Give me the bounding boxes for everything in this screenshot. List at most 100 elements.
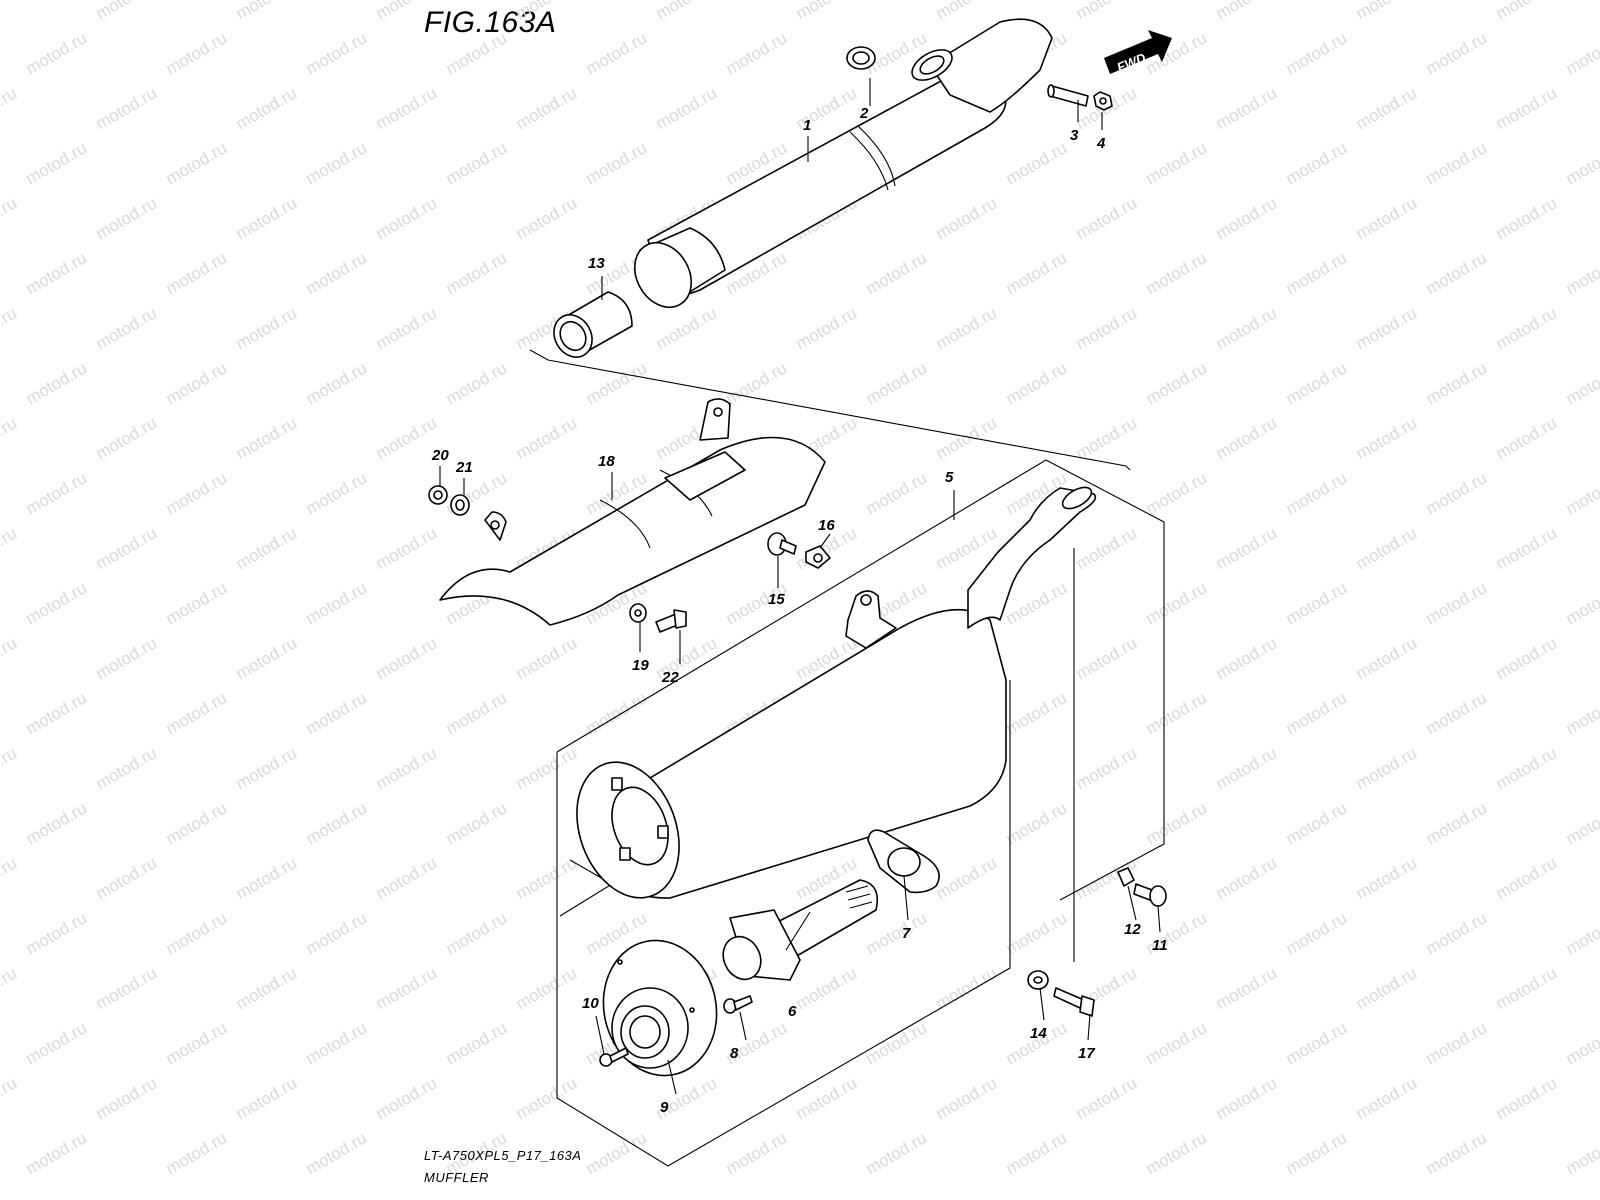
watermark-text: motod.ru xyxy=(1493,1073,1561,1123)
watermark-text: motod.ru xyxy=(1563,468,1600,518)
watermark-text: motod.ru xyxy=(1073,303,1141,353)
watermark-text: motod.ru xyxy=(1283,578,1351,628)
bolt-part-22 xyxy=(655,609,687,633)
leader-lines xyxy=(439,78,1161,1095)
callout-16: 16 xyxy=(818,517,835,534)
watermark-text: motod.ru xyxy=(233,83,301,133)
watermark-text: motod.ru xyxy=(0,83,20,133)
callout-21: 21 xyxy=(455,459,473,476)
watermark-text: motod.ru xyxy=(163,578,231,628)
callout-5: 5 xyxy=(945,469,954,486)
callout-7: 7 xyxy=(902,925,911,942)
watermark-text: motod.ru xyxy=(1073,743,1141,793)
watermark-text: motod.ru xyxy=(23,28,91,78)
watermark-text: motod.ru xyxy=(1003,688,1071,738)
watermark-text: motod.ru xyxy=(303,138,371,188)
watermark-text: motod.ru xyxy=(863,358,931,408)
watermark-text: motod.ru xyxy=(1283,798,1351,848)
watermark-text: motod.ru xyxy=(163,908,231,958)
watermark-text: motod.ru xyxy=(1353,963,1421,1013)
watermark-text: motod.ru xyxy=(723,358,791,408)
watermark-text: motod.ru xyxy=(1283,28,1351,78)
watermark-text: motod.ru xyxy=(1423,798,1491,848)
callout-1: 1 xyxy=(803,117,811,134)
callout-14: 14 xyxy=(1030,1025,1047,1042)
callout-8: 8 xyxy=(730,1045,739,1062)
watermark-text: motod.ru xyxy=(863,1018,931,1068)
callout-18: 18 xyxy=(598,453,615,470)
watermark-text: motod.ru xyxy=(793,1073,861,1123)
washer-part-19 xyxy=(629,603,647,623)
watermark-text: motod.ru xyxy=(513,413,581,463)
watermark-text: motod.ru xyxy=(0,743,20,793)
watermark-text: motod.ru xyxy=(163,1018,231,1068)
watermark-text: motod.ru xyxy=(1563,1128,1600,1178)
watermark-text: motod.ru xyxy=(793,963,861,1013)
watermark-text: motod.ru xyxy=(373,83,441,133)
watermark-text: motod.ru xyxy=(1283,138,1351,188)
watermark-text: motod.ru xyxy=(23,468,91,518)
watermark-text: motod.ru xyxy=(23,688,91,738)
watermark-text: motod.ru xyxy=(1213,303,1281,353)
assembly-boundary-upper xyxy=(529,349,1131,471)
watermark-text: motod.ru xyxy=(443,908,511,958)
watermark-text: motod.ru xyxy=(1353,523,1421,573)
watermark-text: motod.ru xyxy=(373,0,441,23)
watermark-text: motod.ru xyxy=(1003,578,1071,628)
watermark-text: motod.ru xyxy=(1283,1128,1351,1178)
watermark-text: motod.ru xyxy=(1423,248,1491,298)
watermark-text: motod.ru xyxy=(1073,1073,1141,1123)
callout-20: 20 xyxy=(431,447,449,464)
watermark-text: motod.ru xyxy=(163,248,231,298)
callout-22: 22 xyxy=(661,669,679,686)
watermark-text: motod.ru xyxy=(1213,83,1281,133)
watermark-text: motod.ru xyxy=(1353,83,1421,133)
watermark-text: motod.ru xyxy=(1143,138,1211,188)
watermark-text: motod.ru xyxy=(513,193,581,243)
watermark-text: motod.ru xyxy=(1353,0,1421,23)
watermark-text: motod.ru xyxy=(93,1073,161,1123)
watermark-text: motod.ru xyxy=(373,1073,441,1123)
assembly-boundary-lower xyxy=(556,459,1165,1167)
watermark-text: motod.ru xyxy=(443,28,511,78)
callout-9: 9 xyxy=(660,1099,669,1116)
callout-15: 15 xyxy=(768,591,785,608)
watermark-text: motod.ru xyxy=(1073,413,1141,463)
watermark-text: motod.ru xyxy=(863,908,931,958)
watermark-text: motod.ru xyxy=(1423,1018,1491,1068)
watermark-text: motod.ru xyxy=(303,688,371,738)
watermark-text: motod.ru xyxy=(93,0,161,23)
watermark-text: motod.ru xyxy=(1563,28,1600,78)
watermark-text: motod.ru xyxy=(1073,523,1141,573)
watermark-text: motod.ru xyxy=(513,1073,581,1123)
watermark-text: motod.ru xyxy=(163,138,231,188)
callout-6: 6 xyxy=(788,1003,797,1020)
watermark-text: motod.ru xyxy=(863,468,931,518)
callout-2: 2 xyxy=(859,105,869,122)
watermark-text: motod.ru xyxy=(303,798,371,848)
bolt-part-11 xyxy=(1133,883,1167,907)
screw-part-8 xyxy=(723,995,753,1014)
watermark-text: motod.ru xyxy=(0,963,20,1013)
watermark-text: motod.ru xyxy=(93,633,161,683)
watermark-text: motod.ru xyxy=(233,743,301,793)
watermark-text: motod.ru xyxy=(303,28,371,78)
watermark-text: motod.ru xyxy=(163,798,231,848)
watermark-text: motod.ru xyxy=(233,413,301,463)
watermark-text: motod.ru xyxy=(303,578,371,628)
bolt-part-15 xyxy=(767,532,797,556)
watermark-text: motod.ru xyxy=(723,28,791,78)
watermark-text: motod.ru xyxy=(303,1128,371,1178)
watermark-text: motod.ru xyxy=(1493,83,1561,133)
callout-labels: 1 2 3 4 5 6 7 8 9 10 11 12 13 14 15 16 1… xyxy=(431,105,1168,1116)
watermark-text: motod.ru xyxy=(443,798,511,848)
watermark-text: motod.ru xyxy=(93,743,161,793)
watermark-text: motod.ru xyxy=(1353,193,1421,243)
stud-part-3 xyxy=(1047,84,1089,107)
watermark-text: motod.ru xyxy=(1563,908,1600,958)
watermark-text: motod.ru xyxy=(1423,908,1491,958)
watermark-text: motod.ru xyxy=(583,28,651,78)
watermark-text: motod.ru xyxy=(1073,193,1141,243)
watermark-text: motod.ru xyxy=(93,853,161,903)
watermark-text: motod.ru xyxy=(233,193,301,243)
